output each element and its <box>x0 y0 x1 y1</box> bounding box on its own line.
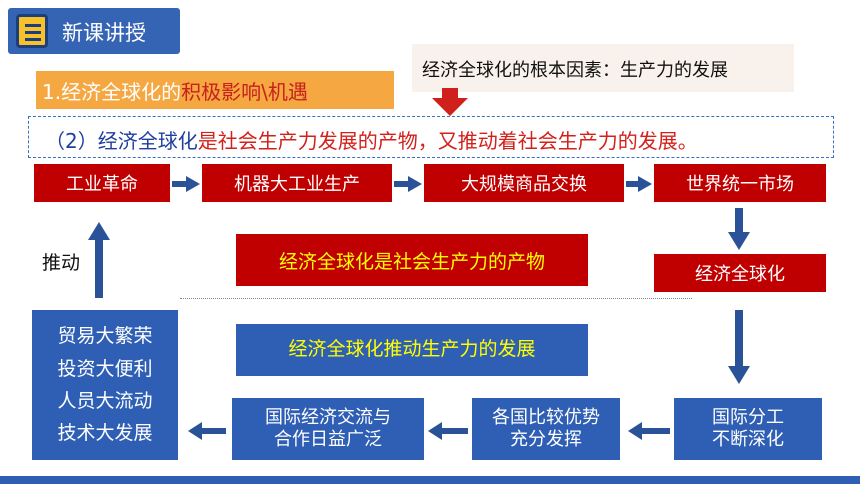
divider-dotted <box>180 298 692 299</box>
down-arrow-icon <box>728 208 750 250</box>
result-technology: 技术大发展 <box>57 422 153 445</box>
statement-box: （2）经济全球化是社会生产力发展的产物，又推动着社会生产力的发展。 <box>28 116 834 158</box>
statement-is: 是 <box>197 129 218 153</box>
page-title: 新课讲授 <box>62 21 146 45</box>
comparative-advantage-box: 各国比较优势 充分发挥 <box>472 398 620 460</box>
product-of-productivity-box: 经济全球化是社会生产力的产物 <box>236 234 588 286</box>
section-title-prefix: 1.经济全球化的 <box>42 80 182 104</box>
flow-box-machine-industry: 机器大工业生产 <box>202 164 392 202</box>
left-arrow-icon <box>628 422 670 440</box>
up-arrow-icon <box>88 222 110 298</box>
economic-exchange-box: 国际经济交流与 合作日益广泛 <box>232 398 424 460</box>
globalization-box: 经济全球化 <box>654 254 826 292</box>
right-arrow-icon <box>172 176 200 192</box>
statement-part2: 社会生产力发展的产物，又推动着社会生产力的发展。 <box>217 129 698 153</box>
statement-part1: （2）经济全球化 <box>45 129 198 153</box>
right-arrow-icon <box>626 176 652 192</box>
flow-box-commodity-exchange: 大规模商品交换 <box>424 164 624 202</box>
notebook-icon <box>16 14 48 48</box>
flow-box-world-market: 世界统一市场 <box>654 164 826 202</box>
section-title: 1.经济全球化的积极影响\机遇 <box>36 71 394 109</box>
push-label: 推动 <box>42 252 81 274</box>
section-title-highlight: 积极影响\机遇 <box>181 80 308 104</box>
flow-box-industrial-revolution: 工业革命 <box>34 164 170 202</box>
left-arrow-icon <box>428 422 468 440</box>
intl-division-box: 国际分工 不断深化 <box>674 398 822 460</box>
callout-box: 经济全球化的根本因素：生产力的发展 <box>412 44 794 92</box>
result-people: 人员大流动 <box>57 390 153 412</box>
down-arrow-icon <box>728 310 750 384</box>
right-arrow-icon <box>394 176 422 192</box>
callout-down-arrow <box>432 88 468 116</box>
result-investment: 投资大便利 <box>57 357 153 380</box>
results-box: 贸易大繁荣 投资大便利 人员大流动 技术大发展 <box>32 310 178 460</box>
promote-productivity-box: 经济全球化推动生产力的发展 <box>236 324 588 376</box>
left-arrow-icon <box>188 422 226 440</box>
result-trade: 贸易大繁荣 <box>57 325 153 348</box>
bottom-bar <box>0 476 860 484</box>
